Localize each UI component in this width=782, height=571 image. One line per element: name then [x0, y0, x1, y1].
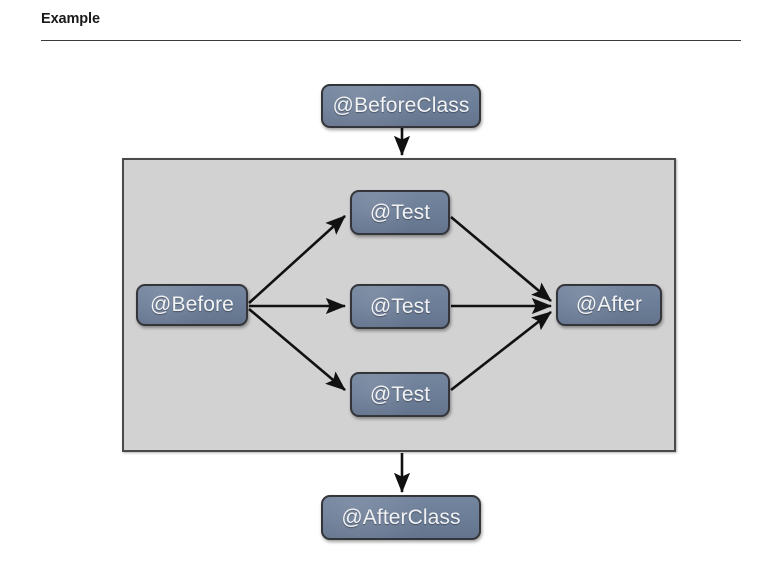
lifecycle-diagram: @BeforeClass @Before @Test @Test @Test @… [0, 46, 782, 571]
node-test-3[interactable]: @Test [350, 372, 450, 417]
edge-before-to-test1 [248, 215, 346, 304]
node-test-2[interactable]: @Test [350, 284, 450, 329]
diagram-connectors [248, 128, 553, 494]
node-afterclass[interactable]: @AfterClass [321, 495, 481, 540]
slide-header: Example [0, 0, 782, 46]
node-beforeclass[interactable]: @BeforeClass [321, 84, 481, 128]
node-before[interactable]: @Before [136, 284, 248, 326]
edge-test3-to-after [450, 310, 552, 392]
edge-test1-to-after [450, 216, 552, 302]
node-after[interactable]: @After [556, 284, 662, 326]
page-title: Example [41, 11, 100, 27]
node-test-1[interactable]: @Test [350, 190, 450, 235]
header-divider [41, 40, 741, 41]
edge-before-to-test3 [248, 308, 346, 391]
